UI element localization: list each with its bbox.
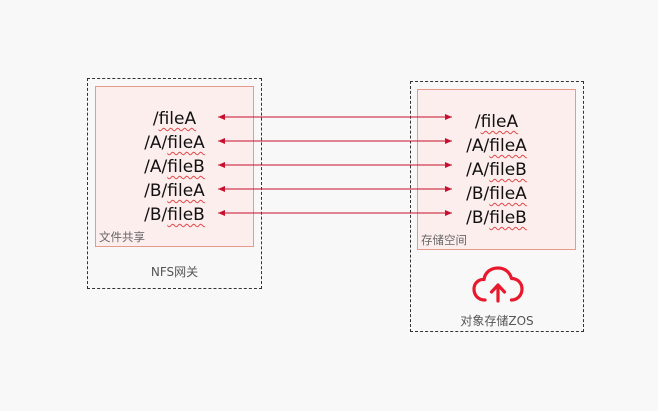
nfs-gateway-box: /fileA/A/fileA/A/fileB/B/fileA/B/fileB 文…: [87, 78, 262, 289]
storage-file-entry: /B/fileA: [418, 182, 575, 206]
file-path-prefix: /B/: [144, 181, 168, 201]
share-file-entry: /A/fileB: [96, 155, 253, 179]
storage-file-entry: /A/fileB: [418, 158, 575, 182]
file-path-prefix: /A/: [466, 136, 490, 156]
storage-space-caption: 存储空间: [421, 233, 467, 247]
file-path-prefix: /A/: [144, 133, 168, 153]
nfs-gateway-label: NFS网关: [150, 265, 199, 279]
share-file-entry: /fileA: [96, 107, 253, 131]
file-name: fileB: [489, 208, 527, 228]
file-name: fileB: [167, 157, 205, 177]
file-name: fileA: [167, 133, 205, 153]
object-storage-box: /fileA/A/fileA/A/fileB/B/fileA/B/fileB 存…: [410, 81, 584, 332]
file-path-prefix: /: [474, 112, 481, 132]
share-file-entry: /A/fileA: [96, 131, 253, 155]
share-file-entry: /B/fileA: [96, 179, 253, 203]
file-path-prefix: /B/: [144, 205, 168, 225]
storage-file-entry: /A/fileA: [418, 134, 575, 158]
cloud-upload-icon: [472, 266, 524, 303]
file-path-prefix: /B/: [466, 208, 490, 228]
file-name: fileA: [158, 109, 197, 129]
storage-space-list: /fileA/A/fileA/A/fileB/B/fileA/B/fileB: [418, 110, 575, 230]
file-path-prefix: /A/: [144, 157, 168, 177]
file-name: fileA: [489, 184, 527, 204]
file-share-caption: 文件共享: [99, 230, 145, 244]
storage-file-entry: /B/fileB: [418, 206, 575, 230]
file-path-prefix: /: [152, 109, 159, 129]
object-storage-label: 对象存储ZOS: [460, 314, 534, 328]
storage-space-box: /fileA/A/fileA/A/fileB/B/fileA/B/fileB 存…: [417, 89, 576, 250]
file-share-list: /fileA/A/fileA/A/fileB/B/fileA/B/fileB: [96, 107, 253, 227]
file-share-box: /fileA/A/fileA/A/fileB/B/fileA/B/fileB 文…: [95, 86, 254, 247]
file-path-prefix: /A/: [466, 160, 490, 180]
file-name: fileB: [489, 160, 527, 180]
file-name: fileA: [480, 112, 519, 132]
file-path-prefix: /B/: [466, 184, 490, 204]
share-file-entry: /B/fileB: [96, 203, 253, 227]
file-name: fileB: [167, 205, 205, 225]
storage-file-entry: /fileA: [418, 110, 575, 134]
file-name: fileA: [489, 136, 527, 156]
file-name: fileA: [167, 181, 205, 201]
